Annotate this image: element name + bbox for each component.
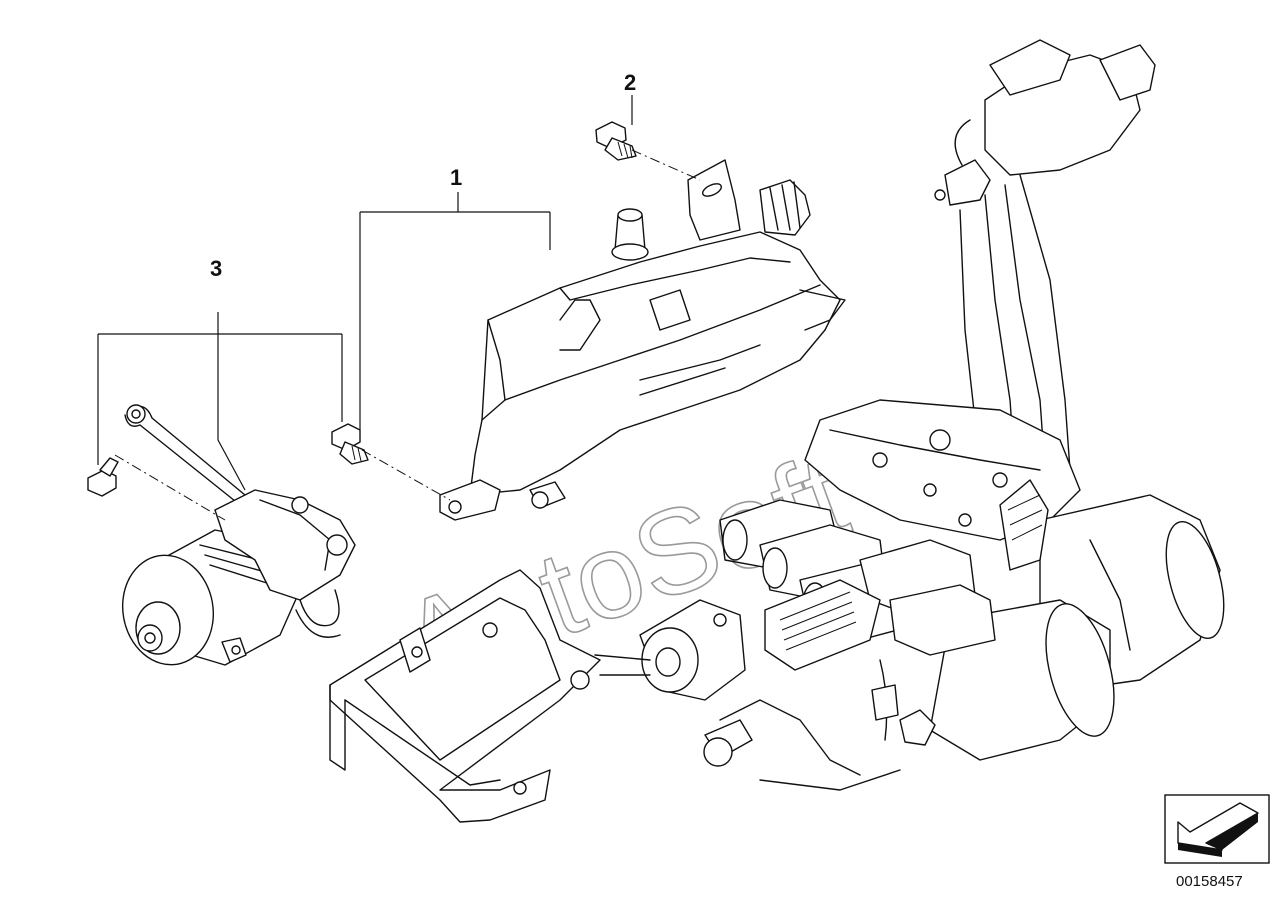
- part-1-bolt: [331, 423, 369, 465]
- hydraulic-unit-assembly: [594, 39, 1225, 791]
- part-3-pump-motor: [87, 404, 356, 666]
- callout-3: 3: [210, 256, 222, 281]
- diagram-code: 00158457: [1176, 873, 1243, 890]
- callout-2: 2: [624, 70, 636, 95]
- callout-leaders: [97, 95, 701, 521]
- part-2-bolt: [595, 121, 637, 161]
- direction-arrow-icon: [1164, 794, 1270, 864]
- callout-1: 1: [450, 165, 462, 190]
- mounting-bracket: [329, 569, 601, 823]
- part-1-reservoir: [439, 159, 846, 521]
